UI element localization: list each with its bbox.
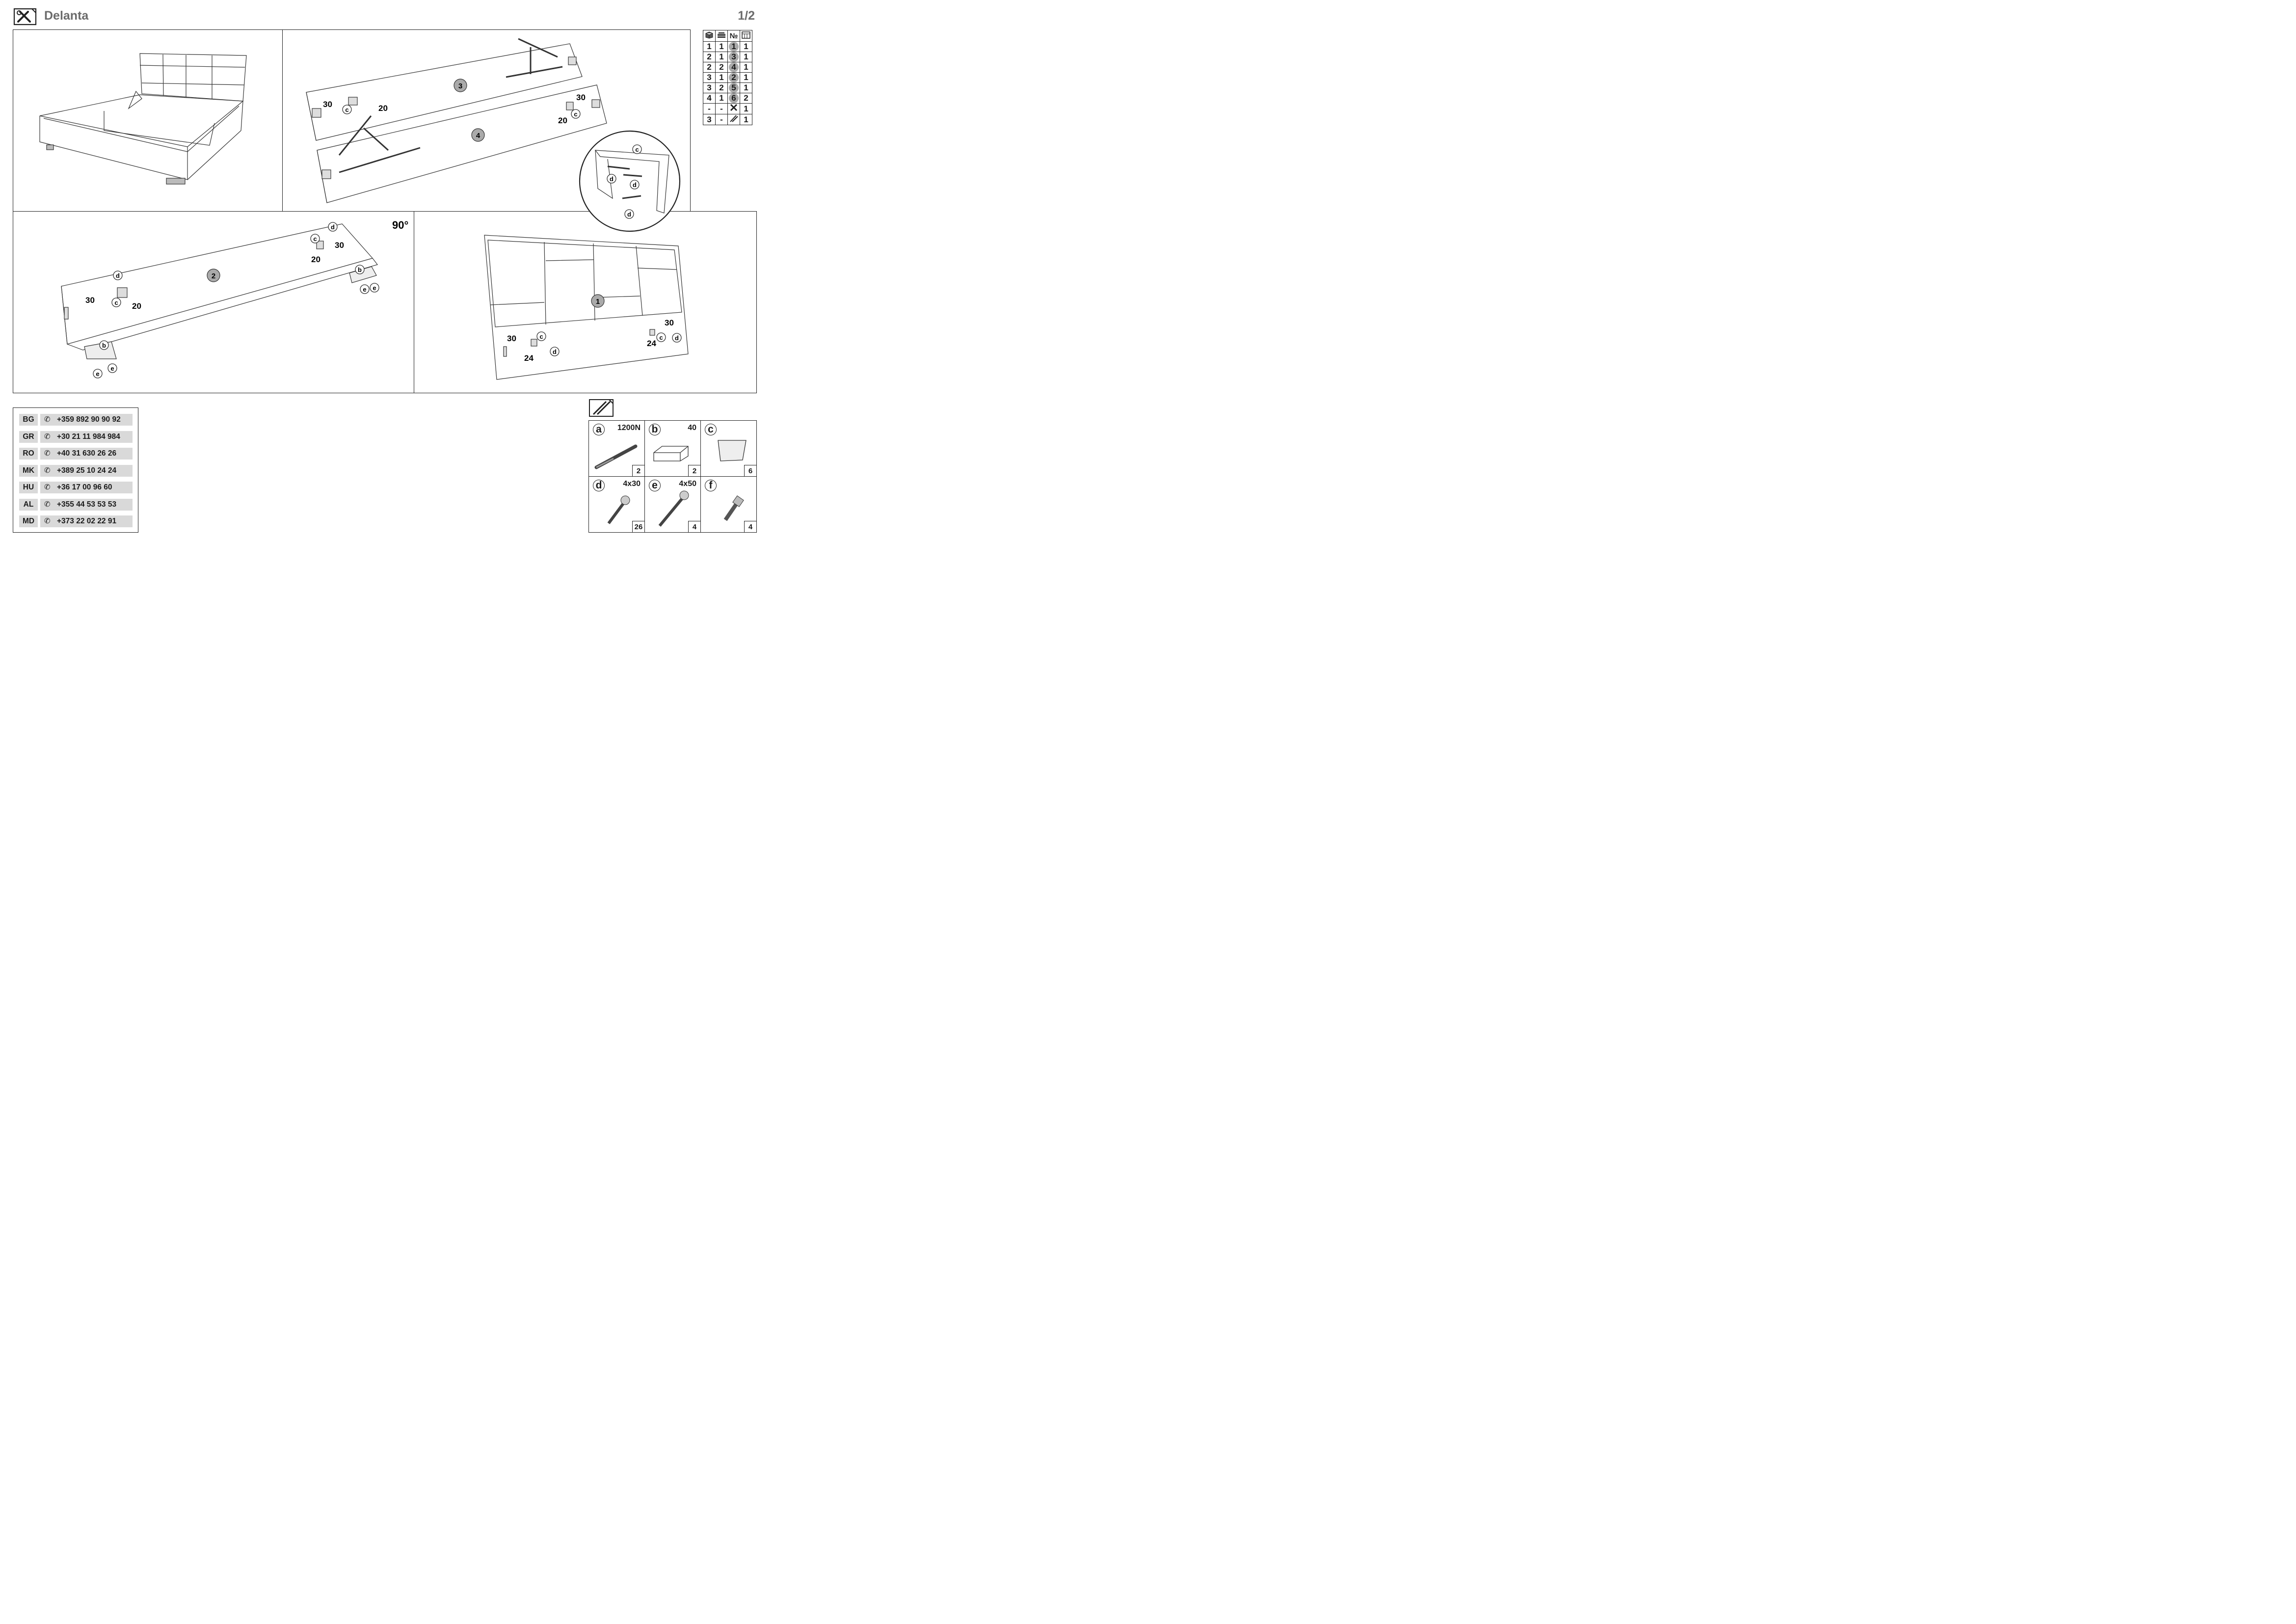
svg-text:b: b xyxy=(358,266,362,273)
stack-icon xyxy=(715,30,728,42)
bed-illustration xyxy=(39,53,247,185)
step-gas-lift-illustration: 3 4 30 20 30 20 c c xyxy=(306,38,607,203)
product-title: Delanta xyxy=(44,9,89,23)
part-2-label: 2 xyxy=(212,272,215,280)
box-icon xyxy=(703,30,716,42)
svg-text:c: c xyxy=(539,333,543,340)
phone-row: GR✆+30 21 11 984 984 xyxy=(19,431,133,443)
svg-text:e: e xyxy=(373,284,376,292)
panel-step-headboard: 1 30 24 30 24 c d c d xyxy=(414,211,757,393)
svg-text:30: 30 xyxy=(335,241,344,250)
phone-icon: ✆ xyxy=(44,500,51,509)
hardware-icon xyxy=(727,114,740,125)
phone-row: AL✆+355 44 53 53 53 xyxy=(19,498,133,511)
phone-row: MK✆+389 25 10 24 24 xyxy=(19,464,133,477)
svg-text:c: c xyxy=(574,110,577,118)
svg-text:e: e xyxy=(363,286,366,293)
svg-text:c: c xyxy=(345,106,348,113)
svg-text:24: 24 xyxy=(524,353,534,363)
dim-20b: 20 xyxy=(558,116,567,125)
svg-text:20: 20 xyxy=(311,255,320,264)
svg-text:b: b xyxy=(102,342,106,349)
panel-bed-overview xyxy=(13,29,283,212)
tools-icon xyxy=(13,8,37,26)
phone-icon: ✆ xyxy=(44,466,51,475)
rotate-90-label: 90° xyxy=(392,219,408,231)
dim-20a: 20 xyxy=(378,104,388,113)
svg-text:d: d xyxy=(116,272,120,279)
svg-text:c: c xyxy=(114,299,118,306)
svg-text:d: d xyxy=(610,175,614,183)
leg-block-icon xyxy=(653,446,689,461)
svg-text:20: 20 xyxy=(132,301,141,311)
phone-row: HU✆+36 17 00 96 60 xyxy=(19,482,133,493)
phone-row: MD✆+373 22 02 22 91 xyxy=(19,515,133,527)
svg-text:d: d xyxy=(675,334,679,342)
svg-text:c: c xyxy=(659,334,663,341)
page-number: 1/2 xyxy=(738,9,755,23)
phone-row: RO✆+40 31 630 26 26 xyxy=(19,448,133,460)
svg-text:30: 30 xyxy=(85,296,95,305)
svg-text:30: 30 xyxy=(665,318,674,327)
part-1-label: 1 xyxy=(596,298,600,306)
svg-text:e: e xyxy=(96,370,99,378)
phone-icon: ✆ xyxy=(44,432,51,441)
part-3-label: 3 xyxy=(458,82,462,90)
calendar-icon xyxy=(740,30,752,42)
svg-text:c: c xyxy=(313,235,317,243)
svg-text:d: d xyxy=(553,348,557,355)
svg-text:d: d xyxy=(331,223,335,231)
parts-row: 3- 1 xyxy=(703,114,752,125)
bracket-icon xyxy=(718,440,747,461)
part-4-label: 4 xyxy=(476,132,481,140)
bolt-icon xyxy=(723,495,744,521)
svg-text:e: e xyxy=(110,365,114,372)
svg-text:c: c xyxy=(635,146,639,153)
hardware-icon xyxy=(589,399,614,417)
support-phone-list: BG✆+359 892 90 90 92 GR✆+30 21 11 984 98… xyxy=(13,407,138,533)
gas-spring-icon xyxy=(594,444,638,469)
bracket-detail-zoom: c d d d xyxy=(579,130,681,232)
screw-icon xyxy=(607,495,630,524)
step-headboard-illustration: 1 30 24 30 24 c d c d xyxy=(484,235,689,380)
number-header: № xyxy=(727,30,740,42)
dim-30b: 30 xyxy=(576,93,586,102)
phone-row: BG✆+359 892 90 90 92 xyxy=(19,414,133,426)
long-screw-icon xyxy=(658,490,689,527)
phone-icon: ✆ xyxy=(44,483,51,491)
svg-text:30: 30 xyxy=(507,334,516,343)
dim-30a: 30 xyxy=(323,100,332,109)
svg-text:d: d xyxy=(627,211,631,218)
svg-text:d: d xyxy=(633,181,637,189)
phone-icon: ✆ xyxy=(44,415,51,424)
phone-icon: ✆ xyxy=(44,517,51,525)
svg-text:24: 24 xyxy=(647,339,656,348)
tools-icon xyxy=(727,103,740,114)
phone-icon: ✆ xyxy=(44,449,51,458)
parts-row: -- 1 xyxy=(703,103,752,114)
